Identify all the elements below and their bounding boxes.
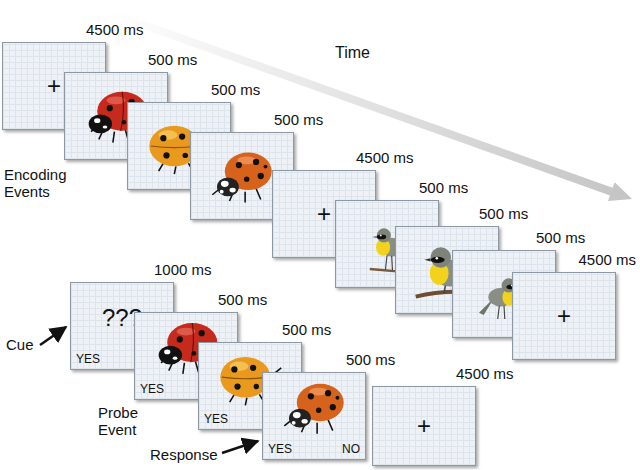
response-row: YES NO [263,442,365,459]
timing-label: 4500 ms [456,365,514,382]
response-option: YES [76,352,100,366]
fixation-symbol: + [557,304,571,328]
response-slot: YES [76,352,100,366]
timing-label: 500 ms [282,321,331,338]
timing-label: Time [335,44,370,61]
response-option: YES [268,442,292,456]
fixation-symbol: + [47,74,61,98]
frame-center: + [513,273,615,359]
timing-label: 500 ms [419,179,468,196]
response-option: YES [140,382,164,396]
response-option: NO [342,442,360,456]
timing-label: 500 ms [218,291,267,308]
timing-label: 500 ms [536,229,585,246]
timing-label: Probe Event [98,404,158,438]
timing-label: Cue [6,336,34,353]
stimulus-frame: + [512,272,616,360]
timing-label: 4500 ms [356,149,414,166]
fixation-symbol: + [417,414,431,438]
timing-label: 1000 ms [154,261,212,278]
response-slot: YES [140,382,164,396]
timing-label: 4500 ms [578,251,636,268]
cue-pointer [40,327,66,345]
response-slot: YES [268,442,292,456]
stimulus-frame: + [372,386,476,466]
timing-label: Encoding Events [4,166,86,200]
fixation-symbol: + [317,202,331,226]
frame-center [263,373,365,442]
timing-label: 500 ms [274,111,323,128]
frame-center: + [373,387,475,465]
timing-label: 500 ms [479,205,528,222]
stimulus-frame: YES NO [262,372,366,460]
response-pointer [222,441,258,453]
response-option: YES [204,412,228,426]
timing-label: 500 ms [211,81,260,98]
response-slot: YES [204,412,228,426]
timing-label: 4500 ms [86,21,144,38]
response-slot: NO [342,442,360,456]
timing-label: 500 ms [148,51,197,68]
timing-label: 500 ms [346,351,395,368]
timing-label: Response [150,446,218,463]
